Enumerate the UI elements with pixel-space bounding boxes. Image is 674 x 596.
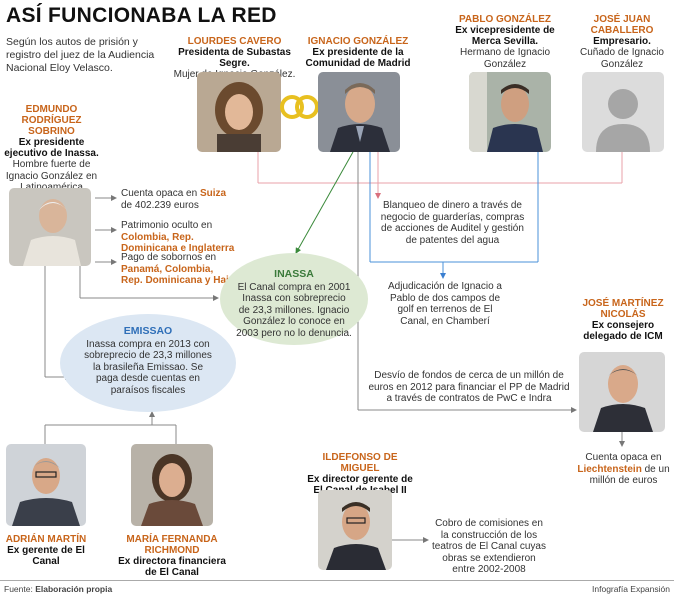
footer-credit: Infografía Expansión bbox=[592, 584, 670, 594]
country-highlight: Suiza bbox=[199, 188, 227, 199]
country-highlight: Colombia, Rep. Dominicana e Inglaterra bbox=[121, 231, 235, 255]
photo-edmundo bbox=[9, 188, 91, 266]
note-cobro: Cobro de comisiones en la construcción d… bbox=[432, 518, 546, 575]
person-pablo: PABLO GONZÁLEZ Ex vicepresidente de Merc… bbox=[455, 14, 555, 70]
note-desvio: Desvío de fondos de cerca de un millón d… bbox=[368, 370, 570, 404]
golf-lines bbox=[369, 152, 539, 279]
intro-text: Según los autos de prisión y registro de… bbox=[6, 36, 155, 74]
person-name: JOSÉ JUAN CABALLERO bbox=[590, 14, 654, 36]
country-highlight: Liechtenstein bbox=[577, 463, 642, 475]
source-value: Elaboración propia bbox=[35, 584, 113, 594]
note-blanqueo: Blanqueo de dinero a través de negocio d… bbox=[380, 200, 525, 246]
green-arrow bbox=[295, 151, 354, 254]
person-name: IGNACIO GONZÁLEZ bbox=[307, 36, 409, 47]
note-liechtenstein: Cuenta opaca en Liechtenstein de un mill… bbox=[576, 452, 671, 487]
person-adrian: ADRIÁN MARTÍN Ex gerente de El Canal bbox=[0, 534, 92, 567]
person-role: Ex directora financiera de El Canal bbox=[118, 556, 226, 578]
photo-jose-juan-placeholder bbox=[582, 72, 664, 152]
person-jose-martinez: JOSÉ MARTÍNEZ NICOLÁS Ex consejero deleg… bbox=[578, 298, 668, 342]
person-desc: Cuñado de Ignacio González bbox=[580, 47, 664, 70]
emissao-text: Inassa compra en 2013 con sobreprecio de… bbox=[84, 338, 212, 396]
note-text: de un millón de euros bbox=[589, 463, 670, 487]
note-text: Cuenta opaca en bbox=[121, 188, 200, 199]
note-adjudicacion: Adjudicación de Ignacio a Pablo de dos c… bbox=[388, 281, 502, 327]
page-title: ASÍ FUNCIONABA LA RED bbox=[6, 4, 277, 27]
emissao-title: EMISSAO bbox=[123, 325, 173, 337]
photo-adrian bbox=[6, 444, 86, 526]
photo-jose-martinez bbox=[579, 352, 665, 432]
person-ignacio: IGNACIO GONZÁLEZ Ex presidente de la Com… bbox=[303, 36, 413, 69]
footer-source: Fuente: Elaboración propia bbox=[4, 584, 112, 594]
person-name: ADRIÁN MARTÍN bbox=[5, 534, 87, 545]
person-desc: Hombre fuerte de Ignacio González en Lat… bbox=[5, 159, 98, 193]
family-lines bbox=[257, 152, 623, 199]
gray-lines bbox=[44, 152, 625, 543]
person-role: Ex consejero delegado de ICM bbox=[583, 320, 663, 342]
photo-ignacio bbox=[318, 72, 400, 152]
person-maria: MARÍA FERNANDA RICHMOND Ex directora fin… bbox=[112, 534, 232, 578]
person-role: Ex presidente ejecutivo de Inassa. bbox=[4, 137, 99, 159]
person-desc: Hermano de Ignacio González bbox=[459, 47, 551, 70]
photo-lourdes bbox=[197, 72, 281, 152]
person-role: Ex vicepresidente de Merca Sevilla. bbox=[455, 25, 555, 47]
person-role: Presidenta de Subastas Segre. bbox=[178, 47, 291, 69]
note-suiza: Cuenta opaca en Suiza de 402.239 euros bbox=[121, 188, 231, 211]
photo-maria bbox=[131, 444, 213, 526]
inassa-title: INASSA bbox=[274, 268, 314, 280]
person-jose-juan: JOSÉ JUAN CABALLERO Empresario. Cuñado d… bbox=[577, 14, 667, 70]
person-name: MARÍA FERNANDA RICHMOND bbox=[126, 534, 218, 556]
note-text: Cuenta opaca en bbox=[585, 452, 662, 463]
inassa-ellipse: INASSA El Canal compra en 2001 Inassa co… bbox=[220, 253, 368, 345]
person-role: Ex presidente de la Comunidad de Madrid bbox=[305, 47, 411, 69]
person-role: Ex gerente de El Canal bbox=[7, 545, 85, 567]
note-sobornos: Pago de sobornos en Panamá, Colombia, Re… bbox=[121, 252, 236, 287]
person-name: EDMUNDO RODRÍGUEZ SOBRINO bbox=[21, 104, 82, 137]
emissao-ellipse: EMISSAO Inassa compra en 2013 con sobrep… bbox=[60, 314, 236, 412]
wedding-rings-icon bbox=[280, 95, 319, 119]
person-edmundo: EDMUNDO RODRÍGUEZ SOBRINO Ex presidente … bbox=[4, 104, 99, 194]
photo-pablo bbox=[469, 72, 551, 152]
note-text: de 402.239 euros bbox=[121, 199, 199, 211]
person-name: ILDEFONSO DE MIGUEL bbox=[322, 452, 398, 474]
country-highlight: Panamá, Colombia, Rep. Dominicana y Hait… bbox=[121, 263, 235, 287]
note-text: Patrimonio oculto en bbox=[121, 220, 213, 231]
person-name: JOSÉ MARTÍNEZ NICOLÁS bbox=[582, 298, 664, 320]
person-name: PABLO GONZÁLEZ bbox=[458, 14, 552, 25]
note-patrimonio: Patrimonio oculto en Colombia, Rep. Domi… bbox=[121, 220, 246, 255]
note-text: Pago de sobornos en bbox=[121, 252, 217, 263]
inassa-text: El Canal compra en 2001 Inassa con sobre… bbox=[236, 281, 352, 339]
photo-ildefonso bbox=[318, 490, 392, 570]
footer-divider bbox=[0, 580, 674, 581]
person-role: Empresario. bbox=[593, 36, 651, 47]
source-label: Fuente: bbox=[4, 584, 36, 594]
person-name: LOURDES CAVERO bbox=[187, 36, 282, 47]
